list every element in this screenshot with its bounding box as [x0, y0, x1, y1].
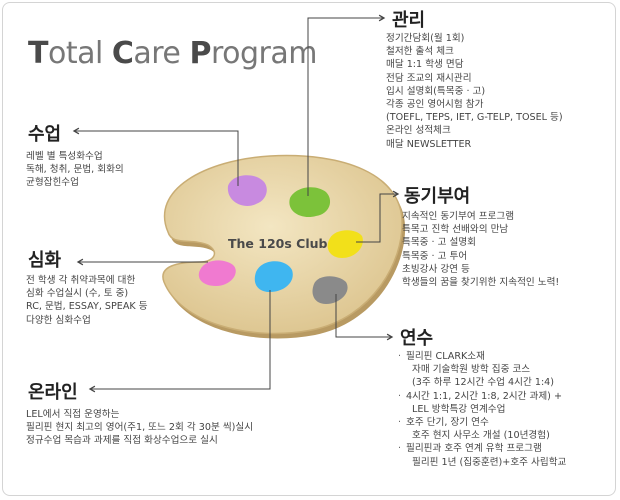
list-item: LEL에서 직접 운영하는 [26, 409, 120, 420]
list-online: LEL에서 직접 운영하는 필리핀 현지 최고의 영어(주1, 또느 2회 각 … [26, 408, 253, 448]
heading-online: 온라인 [28, 382, 78, 403]
list-item: 지속적인 동기부여 프로그램 [402, 211, 515, 222]
heading-sueop: 수업 [28, 124, 62, 145]
list-item: 필리핀과 호주 연계 유학 프로그램 [398, 442, 566, 455]
connector-gwanri [307, 14, 386, 196]
list-item: 필리핀 CLARK소재 [398, 350, 566, 363]
list-item: 필리핀 1년 (집중훈련)+호주 사립학교 [412, 456, 567, 468]
heading-yeonsu: 연수 [400, 328, 434, 349]
list-item: 정기간담회(월 1회) [386, 33, 465, 44]
list-item: 매달 1:1 학생 면담 [386, 59, 464, 71]
list-item: 온라인 성적체크 [386, 125, 451, 137]
heading-simhwa: 심화 [28, 250, 62, 271]
list-item: 호주 현지 사무소 개설 (10년경험) [412, 430, 550, 442]
list-item: (TOEFL, TEPS, IET, G-TELP, TOSEL 등) [386, 112, 563, 124]
rounded-frame [2, 2, 616, 496]
list-item: 독해, 청취, 문법, 회화의 [26, 164, 124, 176]
list-item: 호주 단기, 장기 연수 [398, 416, 566, 429]
list-item: 레벨 별 특성화수업 [26, 151, 103, 162]
list-item: 4시간 1:1, 2시간 1:8, 2시간 과제) + [398, 390, 566, 403]
paint-blob-gray [312, 276, 348, 304]
list-sueop: 레벨 별 특성화수업 독해, 청취, 문법, 회화의 균형잡힌수업 [26, 150, 124, 190]
paint-blob-yellow [327, 230, 363, 258]
list-item: RC, 문법, ESSAY, SPEAK 등 [26, 301, 148, 313]
list-item: 심화 수업실시 (수, 토 중) [26, 288, 129, 300]
list-item: LEL 방학특강 연계수업 [412, 403, 506, 415]
list-item: 전담 조교의 재시관리 [386, 72, 472, 84]
list-item: 전 학생 각 취약과목에 대한 [26, 275, 136, 286]
list-donggi: 지속적인 동기부여 프로그램 특목고 진학 선배와의 만남 특목중 · 고 설명… [402, 210, 559, 289]
list-item: (3주 하루 12시간 수업 4시간 1:4) [412, 377, 555, 389]
program-title: Total Care Program [28, 36, 317, 71]
paint-blob-green [289, 187, 331, 218]
list-item: 매달 NEWSLETTER [386, 138, 472, 150]
list-item: 특목중 · 고 설명회 [402, 237, 476, 249]
paint-blob-blue [254, 261, 293, 292]
list-item: 각종 공인 영어시험 참가 [386, 99, 484, 111]
list-item: 철저한 출석 체크 [386, 46, 454, 58]
palette-label: The 120s Club [228, 236, 328, 251]
list-item: 필리핀 현지 최고의 영어(주1, 또느 2회 각 30분 씩)실시 [26, 422, 254, 434]
connector-donggi [356, 190, 400, 243]
list-gwanri: 정기간담회(월 1회) 철저한 출석 체크 매달 1:1 학생 면담 전담 조교… [386, 32, 563, 151]
paint-blob-pink [198, 260, 236, 286]
list-item: 다양한 심화수업 [26, 314, 91, 326]
list-item: 입시 설명회(특목중 · 고) [386, 85, 486, 97]
list-item: 특목고 진학 선배와의 만남 [402, 224, 509, 236]
list-item: 특목중 · 고 투어 [402, 250, 468, 262]
list-item: 정규수업 목습과 과제를 직접 화상수업으로 실시 [26, 435, 218, 447]
list-item: 초빙강사 강연 등 [402, 263, 470, 275]
list-item: 균형잡힌수업 [26, 177, 79, 189]
title-word-total: Total [28, 36, 112, 71]
heading-donggi: 동기부여 [404, 186, 471, 207]
title-word-program: Program [189, 36, 317, 71]
list-yeonsu: 필리핀 CLARK소재 자매 기술학원 방학 집중 코스 (3주 하루 12시간… [398, 350, 566, 469]
connector-yeonsu [335, 294, 394, 341]
connector-sueop [72, 127, 239, 186]
list-item: 자매 기술학원 방학 집중 코스 [412, 364, 531, 376]
title-word-care: Care [111, 36, 190, 71]
list-item: 학생들의 꿈을 찾기위한 지속적인 노력! [402, 277, 560, 289]
list-simhwa: 전 학생 각 취약과목에 대한 심화 수업실시 (수, 토 중) RC, 문법,… [26, 274, 148, 327]
heading-gwanri: 관리 [392, 10, 426, 31]
connector-online [88, 290, 271, 393]
